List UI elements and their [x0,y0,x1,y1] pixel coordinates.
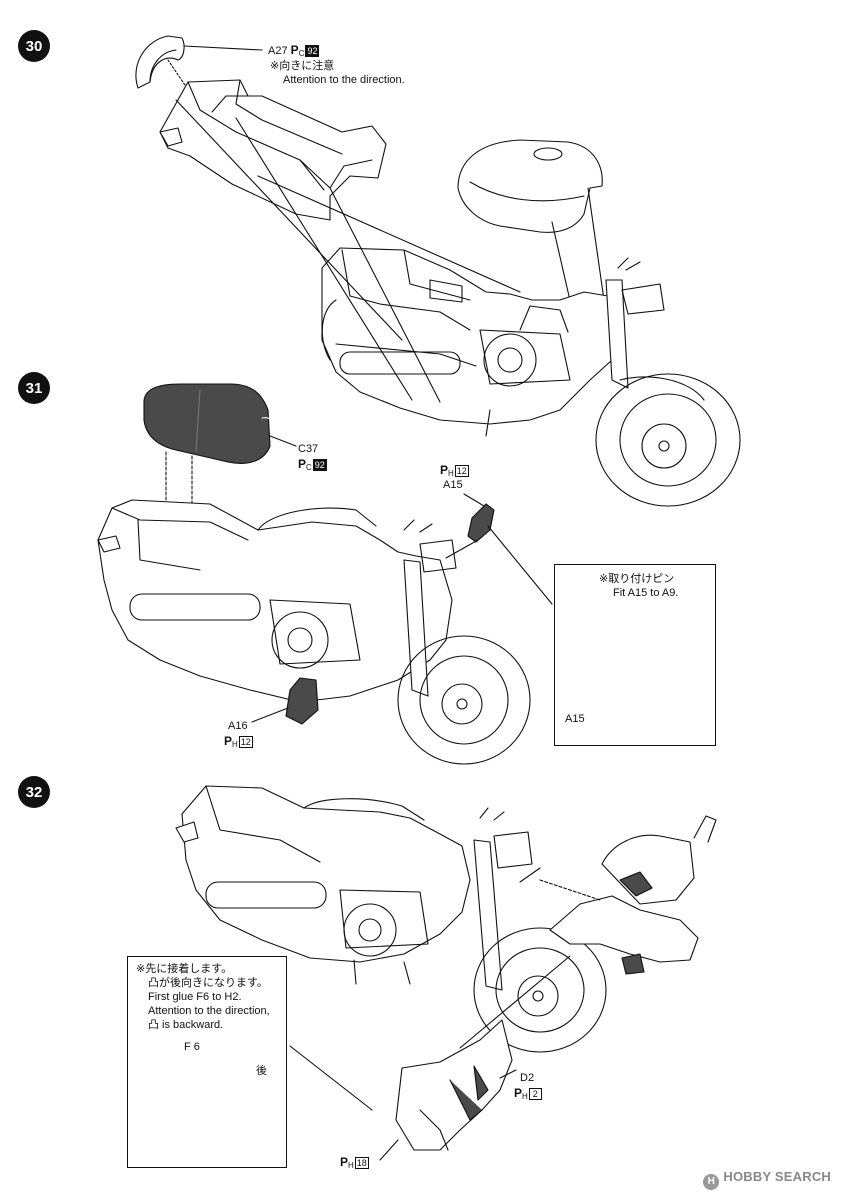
step32-bottom-ref-letter: H [348,1161,354,1170]
front-fairing [549,815,717,975]
step-badge-30: 30 [18,30,50,62]
step31-callout-box: ※取り付けピン Fit A15 to A9. A15 [554,564,716,746]
step32-note-line-3: First glue F6 to H2. [148,991,242,1003]
step32-d2-ref-page: 2 [528,1088,542,1100]
step31-top-ref-page: 12 [454,465,469,477]
fuel-tank [457,139,603,233]
step31-top-ref-letter: H [448,469,454,478]
step30-note-jp: ※向きに注意 [270,60,335,72]
step30-part-id: A27 [268,45,288,57]
tail-cowl [159,79,387,221]
step30-ref-page: 92 [305,45,320,57]
under-cowl [395,1019,513,1151]
part-a15 [467,503,495,543]
step32-part-d2: D2 [520,1072,535,1084]
watermark-logo-icon: H [703,1174,720,1190]
step30-ref-letter: C [298,49,305,58]
step31-callout-en: Fit A15 to A9. [613,587,679,599]
step31-lower-ref-letter: H [232,740,238,749]
step31-seat-ref-page: 92 [312,459,327,471]
motorcycle-step32 [175,785,607,1053]
motorcycle-step31 [97,499,531,765]
step31-lower-part: A16 [228,720,248,732]
step31-lower-ref-page: 12 [238,736,253,748]
motorcycle-step30 [321,247,741,507]
step31-seat-part: C37 [298,443,319,455]
step30-note-en: Attention to the direction. [283,74,405,86]
step32-bottom-ref-page: 18 [354,1157,369,1169]
watermark-text: HOBBY SEARCH [723,1169,831,1184]
step32-rear-label: 後 [256,1065,267,1077]
step31-callout-jp: ※取り付けピン [599,573,675,585]
step32-note-line-2: 凸が後向きになります。 [148,977,268,989]
step32-note-line-5: 凸 is backward. [148,1019,224,1031]
step31-callout-part: A15 [565,713,585,725]
seat-c37 [143,383,276,464]
part-a16 [285,677,319,725]
step32-note-line-1: ※先に接着します。 [136,963,233,975]
step32-part-f6: F 6 [184,1041,200,1053]
step-badge-32: 32 [18,776,50,808]
step31-seat-ref-letter: C [306,463,312,472]
step32-callout-box: ※先に接着します。 凸が後向きになります。 First glue F6 to H… [127,956,287,1168]
grab-rail-a27 [135,35,185,89]
step32-note-line-4: Attention to the direction, [148,1005,270,1017]
step-badge-31: 31 [18,372,50,404]
step32-d2-ref-letter: H [522,1092,528,1101]
step31-top-part: A15 [443,479,463,491]
